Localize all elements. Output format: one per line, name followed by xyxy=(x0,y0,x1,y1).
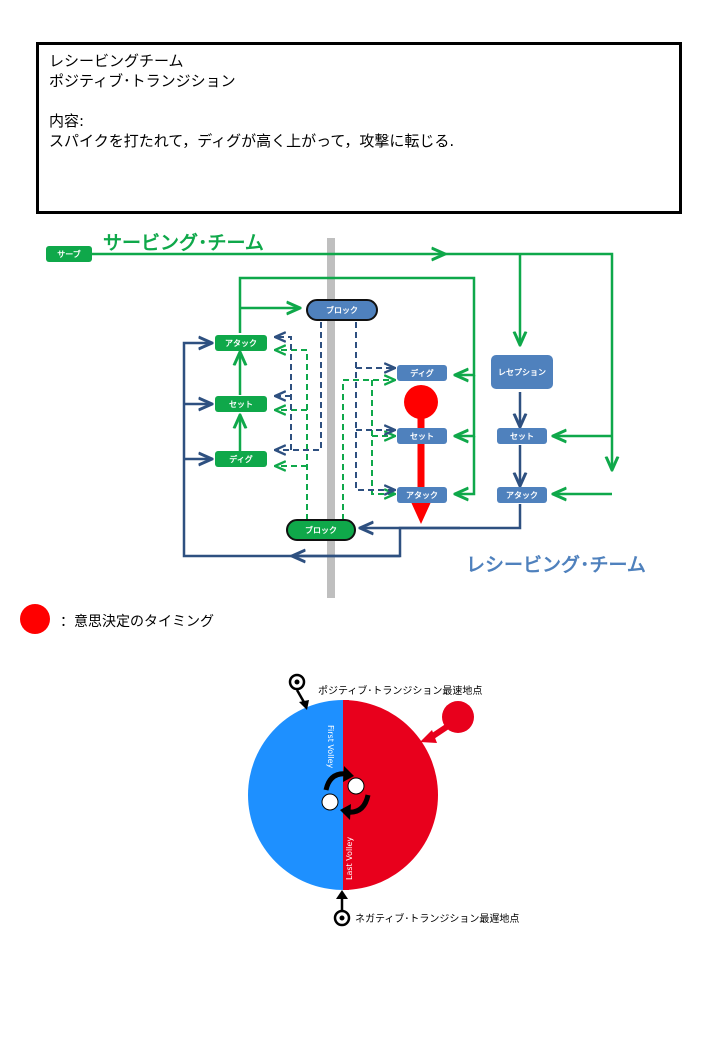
volley-cycle-diagram xyxy=(248,673,474,927)
reception-attack-node: アタック xyxy=(497,487,547,503)
description-box: レシービングチーム ポジティブ･トランジション 内容: スパイクを打たれて，ディ… xyxy=(36,42,682,214)
receiving-dig-node: ディグ xyxy=(397,365,447,381)
receiving-team-title: レシービング･チーム xyxy=(466,554,646,576)
net-line xyxy=(327,238,335,598)
navy-dashed-lines xyxy=(275,322,395,490)
serving-set-node: セット xyxy=(215,396,267,412)
serving-flow-lines xyxy=(92,254,612,494)
content-heading: 内容: xyxy=(49,112,85,130)
reception-set-node: セット xyxy=(497,428,547,444)
slowest-point-label: ネガティブ･トランジション最遅地点 xyxy=(355,914,520,925)
content-text: スパイクを打たれて，ディグが高く上がって，攻撃に転じる. xyxy=(49,132,455,150)
legend-text: ：意思決定のタイミング xyxy=(60,614,214,630)
last-volley-label: Last Volley xyxy=(345,836,354,880)
serving-attack-node: アタック xyxy=(215,335,267,351)
serve-node: サーブ xyxy=(46,246,92,262)
receiving-set-node: セット xyxy=(397,428,447,444)
receiving-flow-lines xyxy=(182,343,520,556)
serving-block-node: ブロック xyxy=(306,299,378,321)
transition-label: ポジティブ･トランジション xyxy=(49,72,236,90)
serving-dig-node: ディグ xyxy=(215,451,267,467)
receiving-attack-node: アタック xyxy=(397,487,447,503)
decision-arrow xyxy=(404,385,438,524)
serving-team-title: サービング･チーム xyxy=(103,232,264,254)
team-label: レシービングチーム xyxy=(49,52,184,70)
legend-red-dot xyxy=(20,604,50,634)
first-volley-label: First Volley xyxy=(326,725,335,769)
receiving-block-node: ブロック xyxy=(286,519,356,541)
reception-node: レセプション xyxy=(491,355,553,389)
fastest-point-label: ポジティブ･トランジション最速地点 xyxy=(318,686,483,697)
